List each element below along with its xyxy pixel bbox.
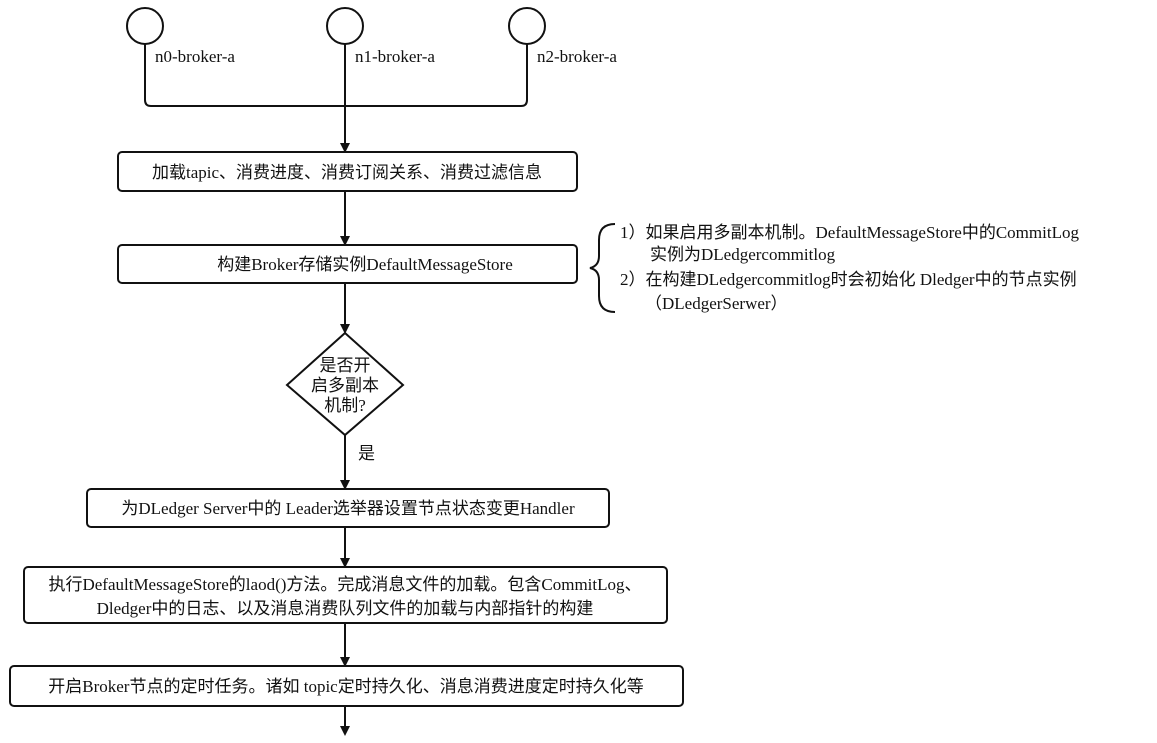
step-load-meta: 加载tapic、消费进度、消费订阅关系、消费过滤信息	[117, 151, 578, 192]
annotation-line-4: （DLedgerSerwer）	[645, 294, 788, 313]
decision-label-line-2: 启多副本	[311, 376, 379, 395]
step-set-handler-label: 为DLedger Server中的 Leader选举器设置节点状态变更Handl…	[121, 499, 575, 518]
step-load-meta-box	[117, 151, 578, 192]
node-circle-n1	[326, 7, 364, 45]
node-merge-connector	[144, 44, 528, 107]
step-build-store: 构建Broker存储实例DefaultMessageStore	[117, 244, 578, 284]
annotation-brace	[589, 223, 616, 313]
broker-node-n0: n0-broker-a	[126, 7, 235, 66]
step-load-meta-label: 加载tapic、消费进度、消费订阅关系、消费过滤信息	[152, 163, 542, 182]
step-set-handler-box	[86, 488, 610, 528]
annotation-line-2: 实例为DLedgercommitlog	[650, 245, 836, 264]
annotation-line-3: 2）在构建DLedgercommitlog时会初始化 Dledger中的节点实例	[620, 270, 1077, 289]
step-timed-tasks-box	[9, 665, 684, 707]
step-load-files-label-1: 执行DefaultMessageStore的laod()方法。完成消息文件的加载…	[48, 575, 641, 594]
step-set-handler: 为DLedger Server中的 Leader选举器设置节点状态变更Handl…	[86, 488, 610, 528]
step-timed-tasks-label: 开启Broker节点的定时任务。诸如 topic定时持久化、消息消费进度定时持久…	[48, 677, 643, 696]
step-load-files-label-2: Dledger中的日志、以及消息消费队列文件的加载与内部指针的构建	[97, 599, 594, 618]
decision-yes-label: 是	[358, 444, 375, 463]
decision-label-line-1: 是否开	[320, 356, 371, 375]
broker-node-n1: n1-broker-a	[326, 7, 435, 66]
broker-node-n2: n2-broker-a	[508, 7, 617, 66]
annotation-line-1: 1）如果启用多副本机制。DefaultMessageStore中的CommitL…	[620, 223, 1079, 242]
decision-multi-replica: 是否开 启多副本 机制?	[285, 331, 405, 437]
step-timed-tasks: 开启Broker节点的定时任务。诸如 topic定时持久化、消息消费进度定时持久…	[9, 665, 684, 707]
decision-label-line-3: 机制?	[324, 396, 366, 415]
step-load-files: 执行DefaultMessageStore的laod()方法。完成消息文件的加载…	[23, 566, 668, 624]
step-build-store-box	[117, 244, 578, 284]
annotation-note: 1）如果启用多副本机制。DefaultMessageStore中的CommitL…	[589, 223, 1079, 313]
step-build-store-label: 构建Broker存储实例DefaultMessageStore	[217, 255, 513, 274]
node-label-n2: n2-broker-a	[537, 47, 617, 66]
node-circle-n0	[126, 7, 164, 45]
node-label-n1: n1-broker-a	[355, 47, 435, 66]
node-circle-n2	[508, 7, 546, 45]
node-label-n0: n0-broker-a	[155, 47, 235, 66]
